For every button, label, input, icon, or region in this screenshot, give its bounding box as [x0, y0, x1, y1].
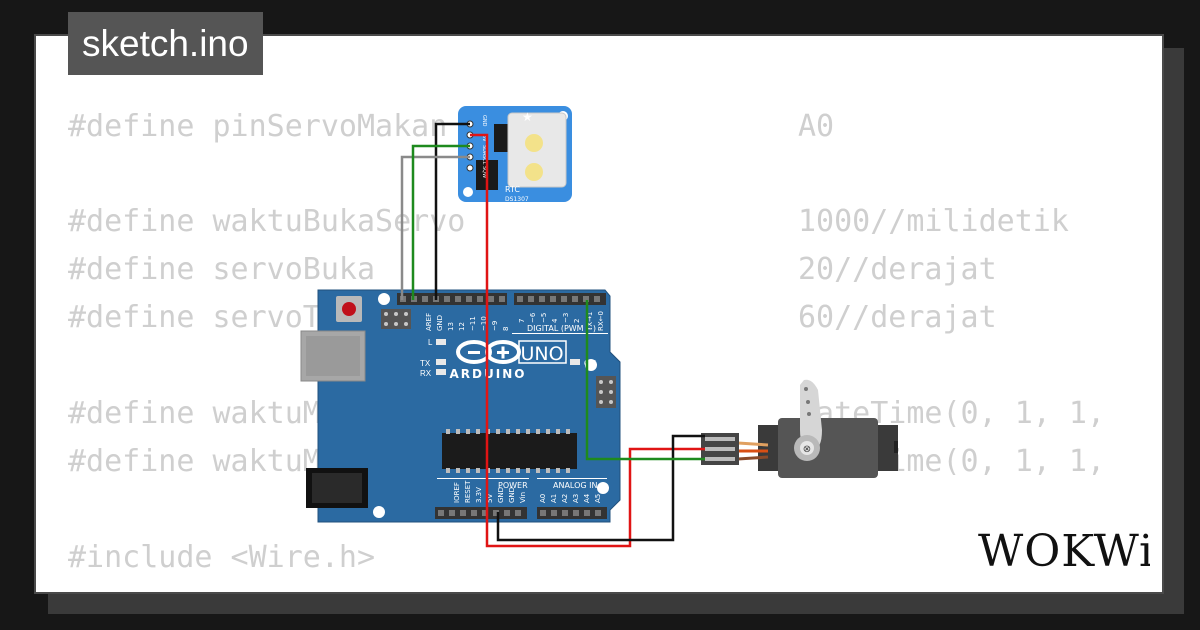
- led-label-rx: RX: [420, 369, 432, 378]
- bottom-pin-labels: IOREF RESET 3.3V 5V GND GND Vin A0 A1 A2…: [453, 480, 602, 503]
- wire-scl: [400, 155, 470, 300]
- arduino-model-label: UNO: [520, 343, 563, 365]
- code-value: A0: [798, 109, 835, 144]
- pin-label: AREF: [425, 313, 433, 331]
- pin-label: 5V: [486, 494, 494, 503]
- pin-label: Vin: [519, 492, 527, 503]
- pin-label: GND: [497, 487, 505, 503]
- rtc-pin-label: SCL: [481, 155, 487, 165]
- pin-label: TX→1: [586, 312, 594, 332]
- pin-label: A2: [561, 494, 569, 503]
- wire-servo-gnd: [496, 434, 705, 542]
- sketch-filename-tab: sketch.ino: [68, 12, 263, 75]
- top-pin-labels: AREF GND 13 12 ~11 ~10 ~9 8 7 ~6 ~5 4 ~3…: [425, 311, 605, 332]
- pin-label: A1: [550, 494, 558, 503]
- rtc-pin-label: SDA: [481, 145, 487, 156]
- led-label-l: L: [428, 338, 433, 347]
- pin-label: ~6: [529, 312, 537, 323]
- code-value: 20//derajat: [798, 252, 997, 287]
- digital-label: DIGITAL (PWM ~): [527, 324, 596, 333]
- pin-label: A0: [539, 494, 547, 503]
- wire-sda: [411, 144, 470, 300]
- screw-icon: ⊗: [803, 444, 811, 455]
- rtc-pin-label: SQW: [481, 166, 487, 178]
- analog-label: ANALOG IN: [553, 481, 598, 490]
- pin-label: GND: [508, 487, 516, 503]
- wires: [400, 122, 705, 548]
- pin-label: ~5: [540, 313, 548, 323]
- pin-label: 2: [573, 319, 581, 323]
- wire-gnd: [434, 122, 470, 300]
- code-value: 60//derajat: [798, 300, 997, 335]
- code-line: #include <Wire.h>: [68, 540, 376, 575]
- rtc-pin-label: GND: [481, 115, 487, 127]
- pin-label: ~9: [491, 321, 499, 331]
- pin-label: 13: [447, 322, 455, 331]
- pin-label: A5: [594, 494, 602, 503]
- rtc-ds1307-module[interactable]: ★ RTC DS1307 GND 5V SDA SCL SQW: [458, 106, 572, 203]
- pin-label: RESET: [464, 480, 472, 503]
- pin-label: ~11: [469, 316, 477, 331]
- pin-label: 12: [458, 322, 466, 331]
- pin-label: GND: [436, 315, 444, 331]
- led-label-on: ON: [584, 359, 596, 368]
- code-line: #define waktuBukaServo: [68, 204, 466, 239]
- pin-label: RX←0: [597, 311, 605, 331]
- code-line: #define pinServoMakan: [68, 109, 448, 144]
- wokwi-logo-text: WOKWi: [978, 526, 1150, 576]
- star-icon: ★: [522, 110, 533, 124]
- pin-label: ~10: [480, 316, 488, 331]
- rtc-model-label: DS1307: [505, 196, 529, 203]
- power-label: POWER: [498, 481, 528, 490]
- wire-servo-signal: [585, 300, 705, 461]
- rtc-label: RTC: [505, 185, 520, 194]
- pin-label: 7: [518, 319, 526, 323]
- pin-label: 8: [502, 327, 510, 331]
- code-line: #define servoBuka: [68, 252, 376, 287]
- pin-label: A3: [572, 494, 580, 503]
- code-background: #define pinServoMakan A0 #define waktuBu…: [68, 36, 1105, 575]
- rtc-pin-label: 5V: [481, 135, 487, 142]
- servo-motor[interactable]: ⊗: [701, 379, 898, 478]
- pin-label: IOREF: [453, 482, 461, 503]
- pin-label: ~3: [562, 313, 570, 323]
- wokwi-logo: WOKWi: [978, 526, 1150, 576]
- pin-label: 4: [551, 318, 559, 323]
- pin-label: A4: [583, 493, 591, 503]
- arduino-uno-board[interactable]: L TX RX ON UNO ARDUINO DIGITAL (PWM ~) P…: [300, 289, 621, 523]
- pin-label: 3.3V: [475, 487, 483, 503]
- led-label-tx: TX: [420, 359, 431, 368]
- code-value: 1000//milidetik: [798, 204, 1069, 239]
- wire-5v: [470, 133, 705, 548]
